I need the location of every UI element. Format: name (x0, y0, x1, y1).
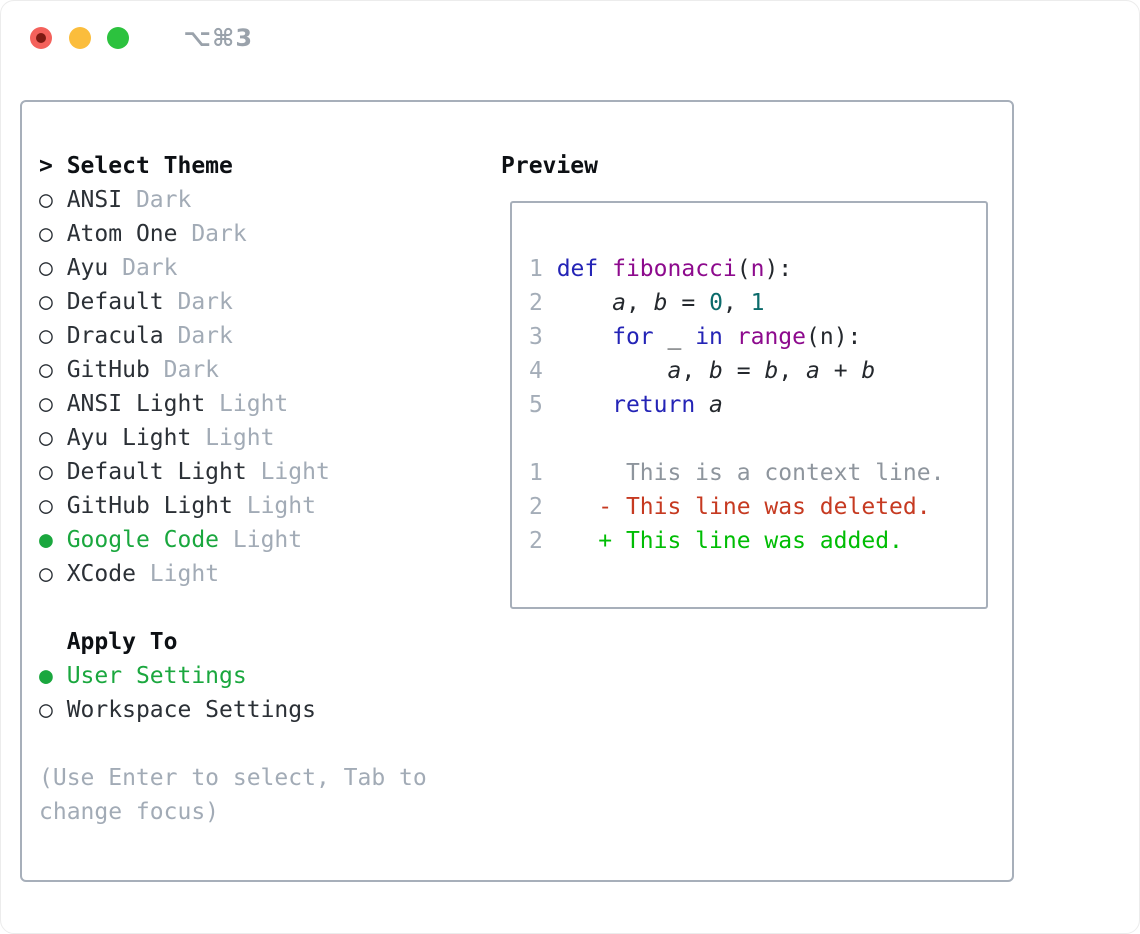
spacer (39, 727, 427, 761)
option-label: Google Code (52, 527, 220, 553)
option-label: Dracula (52, 323, 164, 349)
help-text-line-1: (Use Enter to select, Tab to (39, 765, 427, 791)
code-line: 5 return a (529, 392, 723, 418)
option-label: User Settings (52, 663, 247, 689)
code-line: 4 a, b = b, a + b (529, 358, 876, 384)
option-label: Atom One (52, 221, 178, 247)
option-variant-label: Light (205, 391, 289, 417)
radio-unselected-icon: ○ (39, 459, 53, 485)
radio-unselected-icon: ○ (39, 493, 53, 519)
radio-unselected-icon: ○ (39, 289, 53, 315)
code-line: 3 for _ in range(n): (529, 324, 862, 350)
option-label: Workspace Settings (52, 697, 316, 723)
radio-unselected-icon: ○ (39, 561, 53, 587)
diff-line: 1 This is a context line. (529, 460, 945, 486)
option-label: GitHub (52, 357, 150, 383)
theme-option-ayu-light[interactable]: ○ Ayu Light Light (39, 421, 427, 455)
theme-option-xcode[interactable]: ○ XCode Light (39, 557, 427, 591)
option-variant-label: Dark (163, 323, 233, 349)
option-variant-label: Dark (163, 289, 233, 315)
code-line: 1 def fibonacci(n): (529, 256, 793, 282)
theme-option-default[interactable]: ○ Default Dark (39, 285, 427, 319)
option-label: Ayu Light (52, 425, 192, 451)
theme-option-ansi[interactable]: ○ ANSI Dark (39, 183, 427, 217)
apply-to-header-label: Apply To (66, 629, 178, 655)
diff-line: 2 - This line was deleted. (529, 494, 931, 520)
apply-to-header: Apply To (39, 625, 427, 659)
radio-unselected-icon: ○ (39, 357, 53, 383)
unsaved-indicator-dot (36, 33, 46, 43)
preview-column: Preview 1 def fibonacci(n): 2 a, b = 0, 1… (501, 149, 988, 609)
apply-to-options-list: ● User Settings○ Workspace Settings (39, 659, 427, 727)
spacer (529, 422, 986, 456)
select-theme-header: > Select Theme (39, 149, 427, 183)
focus-caret: > (39, 153, 67, 179)
option-variant-label: Light (246, 459, 330, 485)
spacer (39, 591, 427, 625)
option-label: ANSI Light (52, 391, 206, 417)
close-button[interactable] (30, 27, 52, 49)
code-line: 2 a, b = 0, 1 (529, 290, 765, 316)
radio-selected-icon: ● (39, 527, 53, 553)
theme-option-ansi-light[interactable]: ○ ANSI Light Light (39, 387, 427, 421)
option-label: Default Light (52, 459, 247, 485)
option-variant-label: Light (191, 425, 275, 451)
radio-unselected-icon: ○ (39, 323, 53, 349)
theme-option-github[interactable]: ○ GitHub Dark (39, 353, 427, 387)
diff-line: 2 + This line was added. (529, 528, 903, 554)
radio-unselected-icon: ○ (39, 187, 53, 213)
theme-option-google-code[interactable]: ● Google Code Light (39, 523, 427, 557)
preview-header: Preview (501, 153, 598, 179)
theme-option-ayu[interactable]: ○ Ayu Dark (39, 251, 427, 285)
radio-unselected-icon: ○ (39, 221, 53, 247)
radio-unselected-icon: ○ (39, 255, 53, 281)
window-title: ⌥⌘3 (183, 24, 254, 52)
theme-option-atom-one[interactable]: ○ Atom One Dark (39, 217, 427, 251)
radio-unselected-icon: ○ (39, 391, 53, 417)
theme-option-default-light[interactable]: ○ Default Light Light (39, 455, 427, 489)
titlebar: ⌥⌘3 (1, 1, 1139, 75)
apply-option-workspace-settings[interactable]: ○ Workspace Settings (39, 693, 427, 727)
diff-preview: 1 This is a context line. 2 - This line w… (529, 456, 986, 558)
option-label: Default (52, 289, 164, 315)
option-label: ANSI (52, 187, 123, 213)
option-label: GitHub Light (52, 493, 233, 519)
select-theme-header-label: Select Theme (66, 153, 233, 179)
minimize-button[interactable] (68, 27, 91, 49)
radio-selected-icon: ● (39, 663, 53, 689)
help-text-line-2: change focus) (39, 799, 220, 825)
option-variant-label: Light (219, 527, 303, 553)
option-variant-label: Dark (149, 357, 220, 383)
theme-picker-panel: > Select Theme ○ ANSI Dark○ Atom One Dar… (20, 100, 1014, 882)
radio-unselected-icon: ○ (39, 697, 53, 723)
option-variant-label: Dark (122, 187, 192, 213)
theme-options-list: ○ ANSI Dark○ Atom One Dark○ Ayu Dark○ De… (39, 183, 427, 591)
theme-selector-column: > Select Theme ○ ANSI Dark○ Atom One Dar… (39, 149, 427, 829)
option-variant-label: Dark (177, 221, 247, 247)
apply-to-indent (39, 629, 67, 655)
option-variant-label: Light (135, 561, 220, 587)
option-label: Ayu (52, 255, 109, 281)
theme-option-github-light[interactable]: ○ GitHub Light Light (39, 489, 427, 523)
option-variant-label: Light (232, 493, 316, 519)
option-variant-label: Dark (108, 255, 178, 281)
preview-box: 1 def fibonacci(n): 2 a, b = 0, 1 3 for _ … (510, 201, 988, 609)
apply-option-user-settings[interactable]: ● User Settings (39, 659, 427, 693)
code-preview: 1 def fibonacci(n): 2 a, b = 0, 1 3 for _ … (529, 252, 986, 422)
zoom-button[interactable] (107, 27, 129, 49)
radio-unselected-icon: ○ (39, 425, 53, 451)
theme-option-dracula[interactable]: ○ Dracula Dark (39, 319, 427, 353)
option-label: XCode (52, 561, 136, 587)
